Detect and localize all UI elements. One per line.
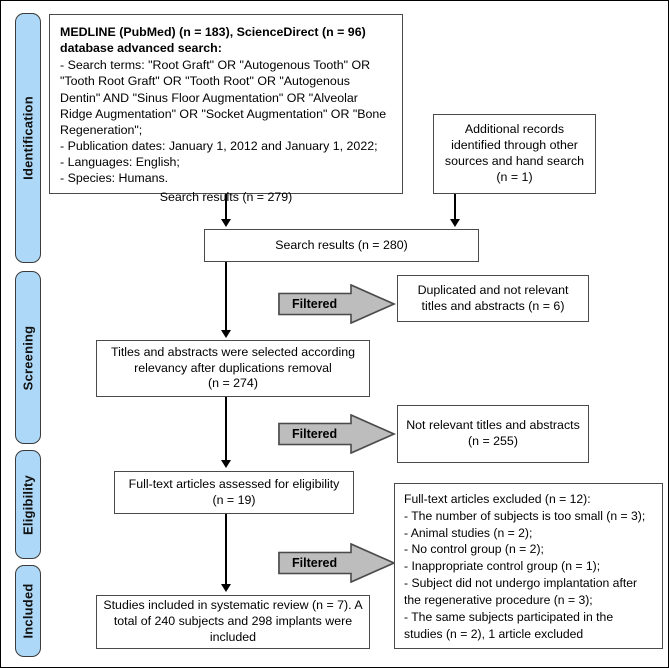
box-search-strategy: MEDLINE (PubMed) (n = 183), ScienceDirec… [49, 14, 403, 204]
stage-label-included: Included [20, 583, 36, 639]
filtered-arrow-fulltext-excluded: Filtered [278, 543, 396, 583]
arrowhead-titles-to-fulltext [221, 460, 231, 468]
block-arrow-outline-icon [278, 543, 396, 583]
connector-fulltext-to-included [225, 514, 227, 586]
filtered-arrow-duplicates: Filtered [278, 284, 396, 324]
search-strategy-body: - Search terms: "Root Graft" OR "Autogen… [60, 58, 387, 186]
box-additional-records: Additional records identified through ot… [433, 114, 596, 194]
stage-label-screening: Screening [20, 325, 36, 390]
fulltext-eligibility-text: Full-text articles assessed for eligibil… [128, 476, 340, 507]
search-results-combined-text: Search results (n = 280) [275, 237, 408, 252]
titles-abstracts-selected-text: Titles and abstracts were selected accor… [110, 344, 356, 391]
box-duplicated-excluded: Duplicated and not relevant titles and a… [397, 275, 589, 322]
box-not-relevant-excluded: Not relevant titles and abstracts (n = 2… [397, 405, 589, 463]
arrowhead-combined-to-titles [221, 330, 231, 338]
box-fulltext-eligibility: Full-text articles assessed for eligibil… [114, 471, 354, 514]
stage-pill-included: Included [15, 565, 41, 657]
stage-pill-identification: Identification [15, 13, 41, 263]
box-studies-included: Studies included in systematic review (n… [96, 595, 370, 649]
box-search-results-combined: Search results (n = 280) [204, 229, 479, 262]
arrowhead-additional-to-combined [450, 219, 460, 227]
search-strategy-heading: MEDLINE (PubMed) (n = 183), ScienceDirec… [60, 25, 366, 56]
connector-combined-to-titles [225, 262, 227, 332]
filtered-label-1: Filtered [292, 297, 338, 311]
not-relevant-excluded-text: Not relevant titles and abstracts (n = 2… [406, 418, 580, 448]
connector-titles-to-fulltext [225, 397, 227, 462]
connector-strategy-to-combined [225, 194, 227, 221]
connector-additional-to-combined [454, 194, 456, 221]
studies-included-text: Studies included in systematic review (n… [103, 598, 363, 644]
stage-label-eligibility: Eligibility [20, 474, 36, 535]
additional-records-text: Additional records identified through ot… [444, 122, 585, 184]
arrowhead-fulltext-to-included [221, 584, 231, 592]
block-arrow-outline-icon [278, 284, 396, 324]
filtered-label-2: Filtered [292, 427, 338, 441]
filtered-label-3: Filtered [292, 556, 338, 570]
fulltext-excluded-text: Full-text articles excluded (n = 12): - … [404, 492, 646, 641]
filtered-arrow-not-relevant: Filtered [278, 414, 396, 454]
stage-label-identification: Identification [20, 96, 36, 180]
arrowhead-strategy-to-combined [221, 219, 231, 227]
box-titles-abstracts-selected: Titles and abstracts were selected accor… [96, 340, 370, 397]
stage-pill-eligibility: Eligibility [15, 450, 41, 559]
duplicated-excluded-text: Duplicated and not relevant titles and a… [417, 282, 569, 313]
box-fulltext-excluded: Full-text articles excluded (n = 12): - … [394, 483, 663, 649]
block-arrow-outline-icon [278, 414, 396, 454]
stage-pill-screening: Screening [15, 271, 41, 444]
